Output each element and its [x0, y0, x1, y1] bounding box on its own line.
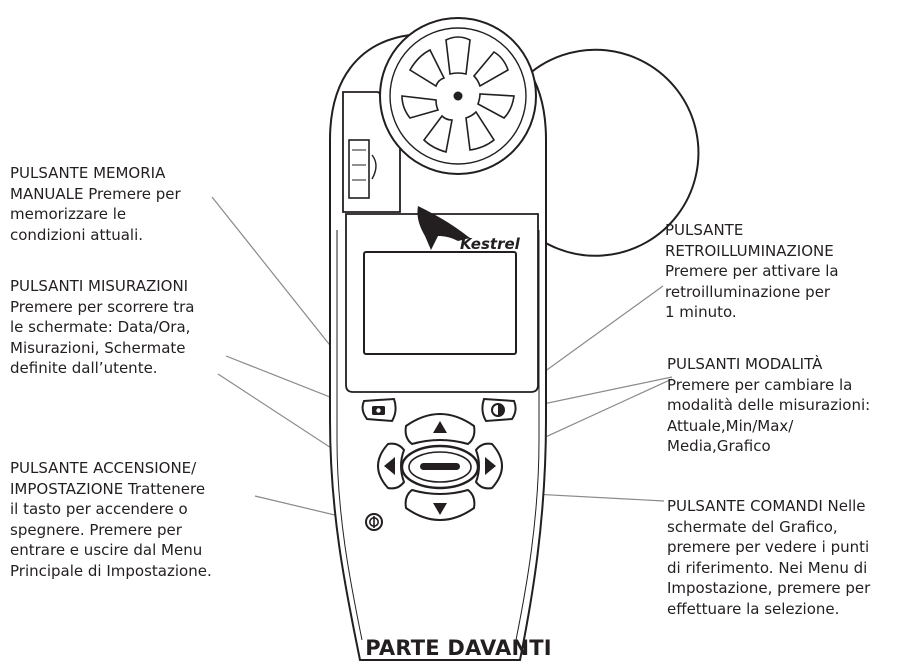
callout-command-button: PULSANTE COMANDI Nelle schermate del Gra… [667, 497, 871, 618]
right-arrow-icon [485, 457, 496, 475]
callout-mode-buttons: PULSANTI MODALITÀ Premere per cambiare l… [667, 355, 871, 456]
humidity-sensor-window [348, 139, 370, 199]
device-inner-edge [336, 230, 363, 641]
impeller-cover [499, 48, 700, 257]
left-arrow-icon [384, 457, 395, 475]
callout-power-button: PULSANTE ACCENSIONE/ IMPOSTAZIONE Tratte… [10, 459, 212, 580]
impeller-hub [453, 91, 463, 101]
down-arrow-icon [433, 503, 447, 515]
callout-memory-button: PULSANTE MEMORIA MANUALE Premere per mem… [10, 164, 181, 244]
command-bar-icon [420, 463, 460, 470]
impeller-blades [401, 36, 515, 154]
brand-wordmark: Kestrel [460, 235, 521, 253]
callout-backlight-button: PULSANTE RETROILLUMINAZIONE Premere per … [665, 221, 839, 322]
kestrel-bird-logo [417, 206, 470, 250]
lcd-screen [363, 251, 517, 355]
diagram-caption: PARTE DAVANTI [365, 636, 552, 660]
callout-measurement-buttons: PULSANTI MISURAZIONI Premere per scorrer… [10, 277, 195, 378]
up-arrow-icon [433, 421, 447, 433]
